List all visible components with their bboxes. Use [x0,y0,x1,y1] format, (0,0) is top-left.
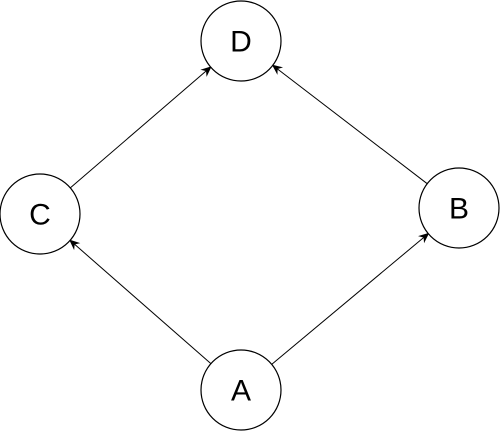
node-a-circle [200,349,282,431]
edge-c-d-line [69,70,207,189]
node-a-label: A [231,375,251,408]
node-c-label: C [29,199,51,232]
edge-a-b-line [271,237,425,365]
node-b-label: B [449,193,469,226]
node-d: D [200,0,282,82]
edge-a-c-line [74,243,212,364]
edge-a-c-arrowhead [69,239,81,251]
edge-b-d-arrowhead [271,64,284,75]
node-d-circle [200,0,282,82]
edge-a-b-arrowhead [418,232,430,244]
edge-b-d-line [277,68,428,185]
node-a: A [200,349,282,431]
node-c: C [0,173,81,255]
edges-layer [69,64,430,365]
node-c-circle [0,173,81,255]
node-b-circle [418,167,500,249]
edge-c-d-arrowhead [200,66,212,77]
node-b: B [418,167,500,249]
node-d-label: D [230,26,252,59]
